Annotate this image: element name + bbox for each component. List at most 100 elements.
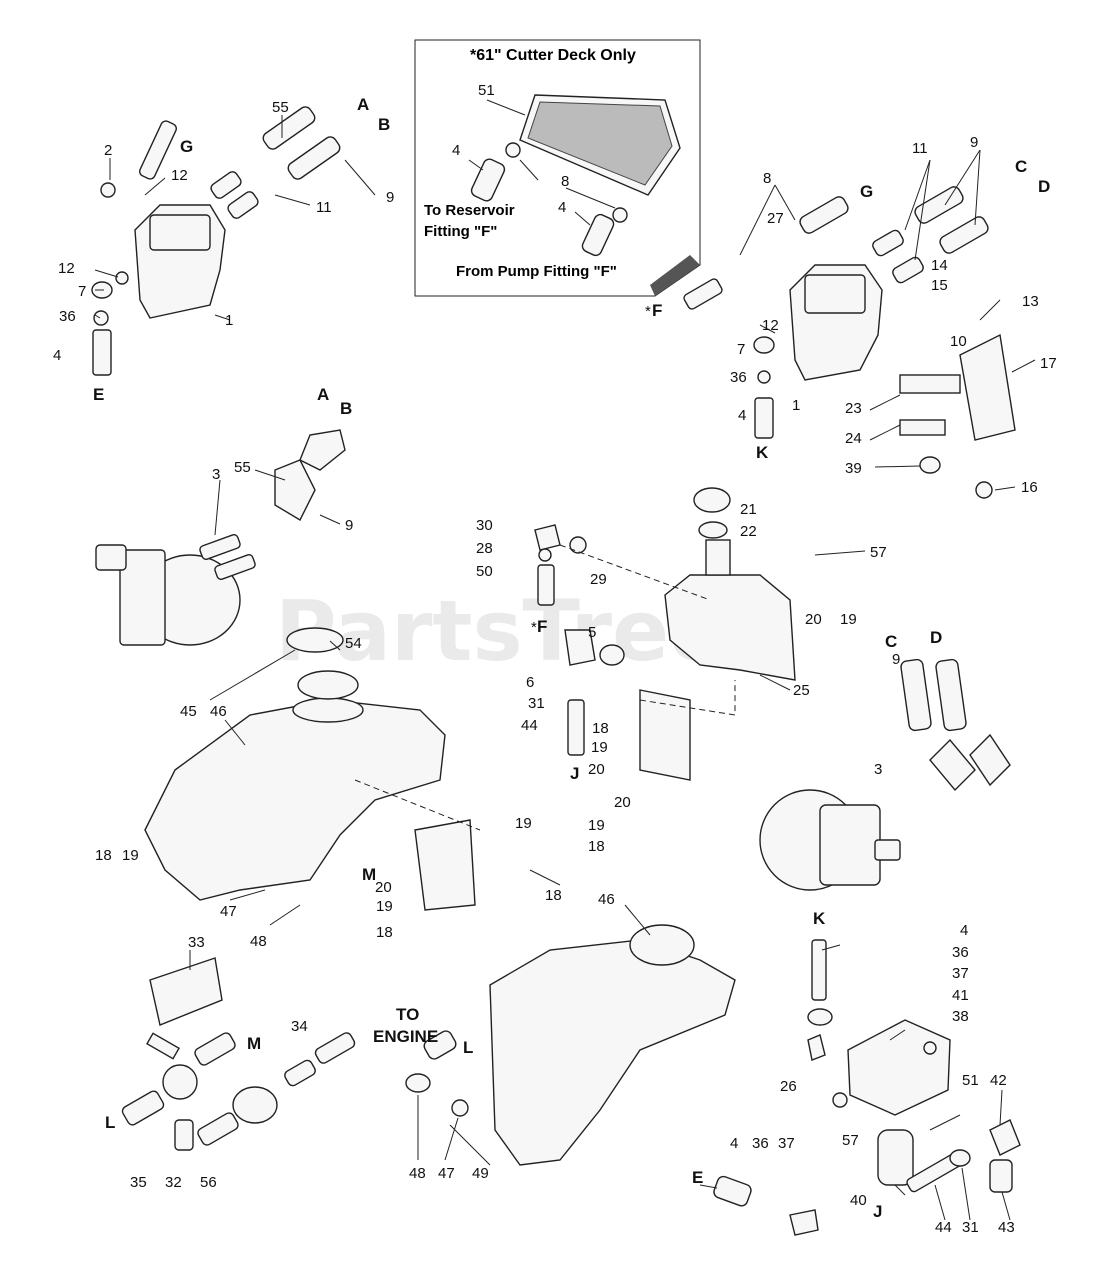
callout-7-right: 7 — [737, 341, 745, 358]
callout-48-b: 48 — [409, 1165, 426, 1182]
callout-36-brb: 36 — [752, 1135, 769, 1152]
inset-box: *61" Cutter Deck Only To Reservoir Fitti… — [414, 39, 701, 297]
callout-20-right: 20 — [805, 611, 822, 628]
callout-37-brb: 37 — [778, 1135, 795, 1152]
callout-37-br: 37 — [952, 965, 969, 982]
callout-36-br: 36 — [952, 944, 969, 961]
callout-22: 22 — [740, 523, 757, 540]
callout-10: 10 — [950, 333, 967, 350]
letter-L-left: L — [105, 1113, 115, 1132]
pump-assembly-right — [683, 186, 1016, 499]
callout-19-right: 19 — [840, 611, 857, 628]
callout-51-inset: 51 — [478, 82, 495, 99]
callout-49: 49 — [472, 1165, 489, 1182]
callout-38: 38 — [952, 1008, 969, 1025]
callout-48: 48 — [250, 933, 267, 950]
callout-47-b: 47 — [438, 1165, 455, 1182]
fuel-valve-assembly — [121, 957, 356, 1151]
callout-18-c2: 18 — [588, 838, 605, 855]
callout-35: 35 — [130, 1174, 147, 1191]
callout-9-motor: 9 — [892, 651, 900, 668]
letter-L-bottom: L — [463, 1038, 473, 1057]
letter-K-top: K — [756, 443, 769, 462]
hydraulic-motor-left — [95, 429, 346, 646]
inset-hose-4-lower — [581, 213, 615, 257]
callout-43: 43 — [998, 1219, 1015, 1236]
callout-1: 1 — [225, 312, 233, 329]
callout-18-l: 18 — [95, 847, 112, 864]
inset-to-reservoir-1: To Reservoir — [424, 202, 515, 219]
callout-4-brb: 4 — [730, 1135, 738, 1152]
callout-36-right: 36 — [730, 369, 747, 386]
callout-8-inset: 8 — [561, 173, 569, 190]
inset-fitting-8-upper — [505, 142, 521, 158]
callout-11: 11 — [316, 199, 332, 216]
callout-40: 40 — [850, 1192, 867, 1209]
tank-49 — [405, 924, 736, 1166]
callout-6: 6 — [526, 674, 534, 691]
letter-A-mid: A — [317, 385, 329, 404]
letter-F-inset: F — [652, 301, 662, 320]
oil-cooler-51 — [519, 94, 681, 196]
asterisk-F-center: * — [531, 619, 537, 636]
callout-17: 17 — [1040, 355, 1057, 372]
letter-C-mid: C — [885, 632, 897, 651]
callout-7: 7 — [78, 283, 86, 300]
callout-3: 3 — [212, 466, 220, 483]
callout-4-inset-b: 4 — [558, 199, 566, 216]
inset-fitting-8-lower — [612, 207, 628, 223]
callout-20-tank: 20 — [375, 879, 392, 896]
callout-19-c: 19 — [591, 739, 608, 756]
callout-32: 32 — [165, 1174, 182, 1191]
letter-M-bottom: M — [247, 1034, 261, 1053]
inset-title: *61" Cutter Deck Only — [470, 47, 636, 64]
callout-18-tank2: 18 — [376, 924, 393, 941]
callout-53: 54 — [345, 635, 362, 652]
inset-hose-4-upper — [470, 158, 506, 202]
callout-19-tank2: 19 — [376, 898, 393, 915]
asterisk-F-inset: * — [645, 303, 651, 320]
callout-12-right: 12 — [762, 317, 779, 334]
filter-block-41 — [713, 939, 1021, 1236]
callout-51-br: 51 — [962, 1072, 979, 1089]
to-engine-line2: ENGINE — [373, 1027, 438, 1046]
reservoir-25 — [534, 487, 796, 781]
callout-31-br: 31 — [962, 1219, 979, 1236]
callout-56: 57 — [870, 544, 887, 561]
letter-B-top: B — [378, 115, 390, 134]
callout-50: 50 — [476, 563, 493, 580]
callout-36: 36 — [59, 308, 76, 325]
callout-4-br: 4 — [960, 922, 968, 939]
letter-E-bottom: E — [692, 1168, 703, 1187]
callout-55-mid: 55 — [234, 459, 251, 476]
callout-27: 27 — [767, 210, 784, 227]
callout-42: 42 — [990, 1072, 1007, 1089]
callout-14: 14 — [931, 257, 948, 274]
callout-25: 25 — [793, 682, 810, 699]
callout-12: 12 — [171, 167, 188, 184]
part-callouts: 55 2 12 11 9 12 7 36 1 4 51 4 8 4 11 9 8… — [53, 82, 1057, 1236]
tank-45 — [144, 627, 481, 911]
letter-J-bottom: J — [873, 1202, 882, 1221]
callout-57: 57 — [842, 1132, 859, 1149]
letter-C-top: C — [1015, 157, 1027, 176]
callout-20-c2: 20 — [614, 794, 631, 811]
callout-12b: 12 — [58, 260, 75, 277]
callout-4-inset-a: 4 — [452, 142, 460, 159]
callout-31: 31 — [528, 695, 545, 712]
callout-23: 23 — [845, 400, 862, 417]
callout-19-c2: 19 — [588, 817, 605, 834]
callout-39: 39 — [845, 460, 862, 477]
callout-19-l: 19 — [122, 847, 139, 864]
callout-33: 33 — [188, 934, 205, 951]
callout-55: 55 — [272, 99, 289, 116]
letter-A-top: A — [357, 95, 369, 114]
letter-E-left: E — [93, 385, 104, 404]
letter-D-top: D — [1038, 177, 1050, 196]
callout-13: 13 — [1022, 293, 1039, 310]
letter-K-bottom: K — [813, 909, 826, 928]
callout-30: 30 — [476, 517, 493, 534]
callout-18-c: 18 — [592, 720, 609, 737]
callout-54: 56 — [200, 1174, 217, 1191]
callout-21: 21 — [740, 501, 757, 518]
